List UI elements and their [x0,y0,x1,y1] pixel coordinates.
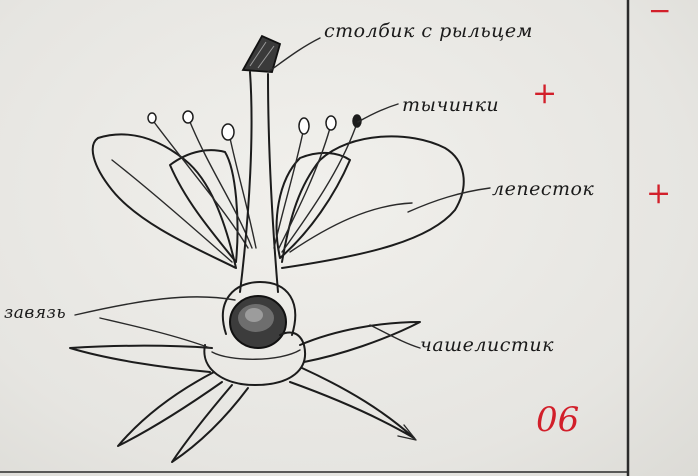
mark-style-minus: − [648,0,671,27]
anther-5 [326,116,336,130]
label-stamens: тычинки [402,94,499,116]
petal-right [282,136,464,268]
sepal-right-low [290,368,414,438]
label-style: столбик с рыльцем [324,20,533,42]
mark-petal-plus: + [646,176,671,211]
pistil-style [240,72,278,292]
pointer-ovary [75,297,235,315]
anther-2 [183,111,193,123]
mark-stamens-plus: + [532,76,557,111]
stamen-2 [190,122,252,248]
ovary-shape [223,282,295,348]
anther-3 [222,124,234,140]
sepal-right-upper [300,322,420,362]
label-ovary: завязь [4,303,66,323]
petal-inner-left [170,150,238,262]
label-petal: лепесток [492,178,594,200]
pointer-stamens [358,104,398,122]
pointer-sepal [370,325,420,348]
sepal-left-long [70,346,212,372]
anther-1 [148,113,156,123]
sepal-left-upper [100,318,210,348]
stamens [148,111,361,252]
label-sepal: чашелистик [420,334,554,356]
anther-4 [299,118,309,134]
pointer-lines [75,38,490,348]
pointer-petal [408,188,490,212]
sepal-bottom [172,385,248,462]
score-mark: 06 [536,400,579,440]
